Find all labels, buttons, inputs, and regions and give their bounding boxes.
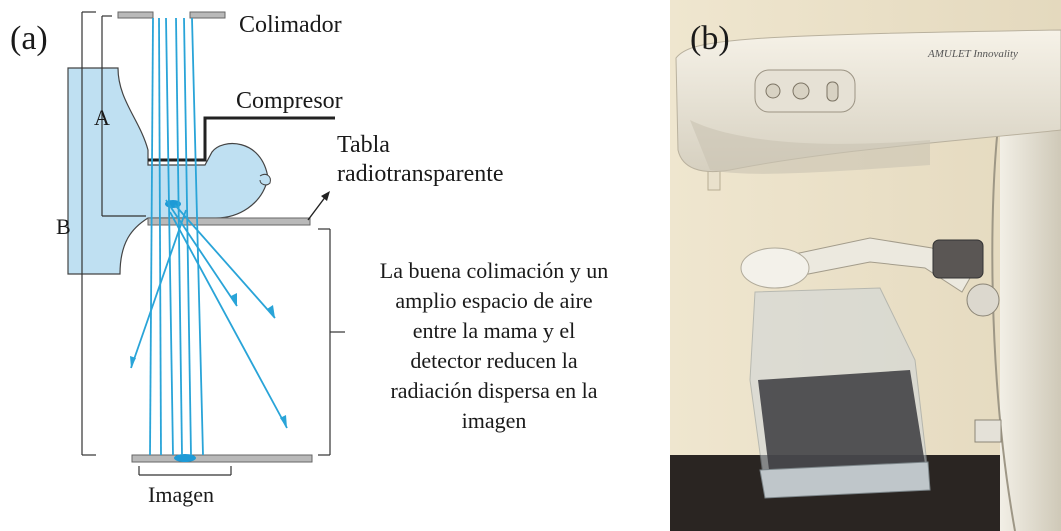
- dimension-bracket-a: [101, 15, 146, 217]
- platform-lip: [759, 461, 931, 499]
- gantry-column: [1000, 110, 1061, 531]
- wall-outlet: [707, 169, 721, 191]
- scatter-arrowheads: [130, 293, 287, 428]
- schematic-diagram: [67, 11, 345, 476]
- scatter-rays: [130, 199, 288, 429]
- arm-knob: [966, 283, 1000, 317]
- panel-b-label: (b): [690, 20, 730, 57]
- compression-paddle: [740, 247, 810, 289]
- table-label-line1: Tabla: [337, 132, 390, 158]
- image-bracket: [138, 466, 232, 476]
- table-label-line2: radiotransparente: [337, 161, 504, 187]
- detector-platform: [758, 370, 926, 478]
- arm-control-box: [932, 239, 984, 279]
- panel-a-label: (a): [10, 20, 48, 57]
- table-pointer: [307, 195, 327, 221]
- brand-label: AMULET Innovality: [928, 48, 1018, 60]
- radiolucent-table: [147, 217, 311, 226]
- paddle-arm: [789, 237, 971, 293]
- compressor-label: Compresor: [236, 88, 343, 114]
- dimension-b-label: B: [56, 214, 71, 239]
- air-gap-bracket: [318, 228, 345, 456]
- side-bracket: [974, 419, 1002, 443]
- mammography-photo: (b) AMULET Innovality: [670, 0, 1061, 531]
- control-button-1: [765, 83, 781, 99]
- description-text: La buena colimación y un amplio espacio …: [379, 258, 609, 433]
- lesion-image: [174, 454, 196, 462]
- detector-plate: [131, 454, 313, 463]
- control-button-3: [826, 81, 839, 102]
- tube-head-shadow: [690, 120, 930, 174]
- table-pointer-head: [321, 191, 330, 201]
- image-label: Imagen: [148, 482, 214, 507]
- dimension-a-label: A: [94, 105, 110, 130]
- mammography-illustration: [670, 0, 1061, 531]
- primary-beams: [149, 17, 204, 456]
- dimension-bracket-b: [81, 11, 96, 456]
- compressor-plate: [148, 116, 335, 162]
- control-button-2: [792, 82, 810, 100]
- nipple: [259, 173, 271, 186]
- tube-head: [675, 29, 1061, 173]
- collimator-right-blade: [189, 11, 226, 19]
- collimator-label: Colimador: [239, 12, 342, 38]
- collimator-left-blade: [117, 11, 154, 19]
